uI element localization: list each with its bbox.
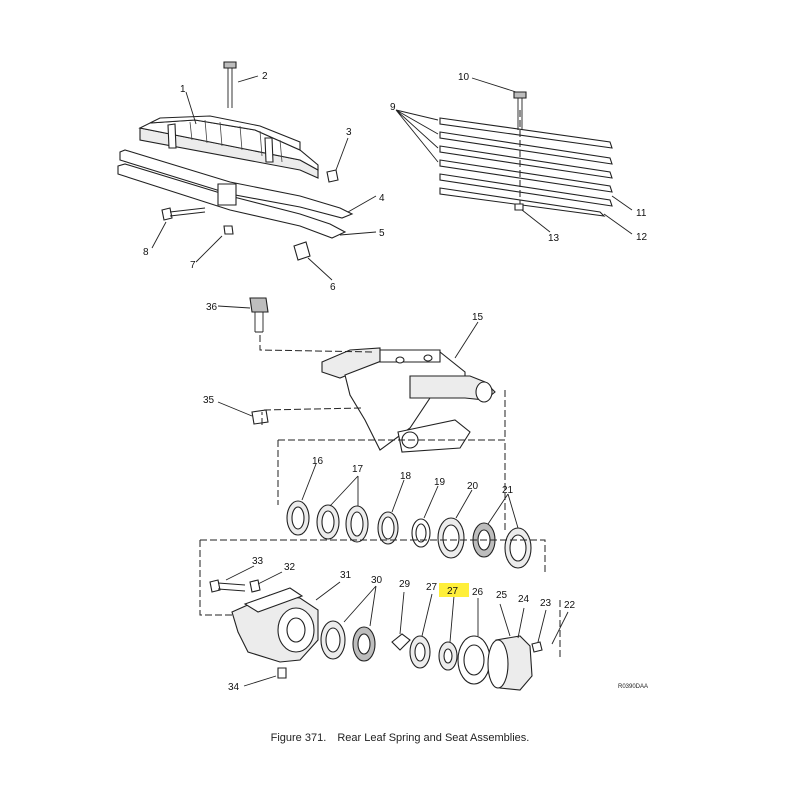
drawing-code: R0390DAA — [618, 684, 649, 690]
callout-21: 21 — [502, 485, 514, 496]
spring-seat-bracket — [249, 297, 506, 530]
callout-10: 10 — [458, 72, 470, 83]
callout-12: 12 — [636, 232, 648, 243]
callout-24: 24 — [518, 594, 530, 605]
spring-leaf-stack — [439, 91, 613, 217]
leader-lines — [151, 75, 633, 687]
callout-35: 34 — [228, 682, 240, 693]
callout-11: 11 — [636, 208, 647, 219]
figure-title: Rear Leaf Spring and Seat Assemblies. — [337, 732, 530, 744]
callout-4: 4 — [379, 193, 385, 204]
hub-assembly — [199, 539, 561, 691]
callout-3: 3 — [346, 127, 352, 138]
callout-32: 31 — [340, 570, 352, 581]
callout-17: 17 — [352, 464, 364, 475]
callout-labels: 1 2 3 4 5 6 7 8 9 10 11 12 13 15 16 17 1… — [143, 71, 648, 693]
callout-19: 19 — [434, 477, 446, 488]
callout-8: 8 — [143, 247, 149, 258]
callout-23: 23 — [540, 598, 552, 609]
highlight-marker — [439, 583, 469, 597]
callout-30: 29 — [399, 579, 411, 590]
bearing-seal-row — [286, 500, 532, 569]
callout-29: 27 — [426, 582, 438, 593]
leaf-spring-assembly — [117, 61, 354, 261]
callout-22: 22 — [564, 600, 576, 611]
callout-34: 33 — [252, 556, 264, 567]
callout-1: 1 — [180, 84, 186, 95]
callout-9: 9 — [390, 102, 396, 113]
callout-37: 36 — [206, 302, 218, 313]
callout-27: 27 — [447, 586, 459, 597]
callout-5: 5 — [379, 228, 385, 239]
callout-20: 20 — [467, 481, 479, 492]
callout-15: 15 — [472, 312, 484, 323]
callout-25: 25 — [496, 590, 508, 601]
callout-31: 30 — [371, 575, 383, 586]
callout-13: 13 — [548, 233, 560, 244]
callout-36: 35 — [203, 395, 215, 406]
figure-caption: Figure 371. Rear Leaf Spring and Seat As… — [0, 732, 800, 744]
callout-26: 26 — [472, 587, 484, 598]
callout-2: 2 — [262, 71, 268, 82]
callout-33: 32 — [284, 562, 296, 573]
callout-6: 6 — [330, 282, 336, 293]
figure-number: Figure 371. — [270, 732, 327, 744]
callout-18: 18 — [400, 471, 412, 482]
callout-16: 16 — [312, 456, 324, 467]
callout-7: 7 — [190, 260, 196, 271]
